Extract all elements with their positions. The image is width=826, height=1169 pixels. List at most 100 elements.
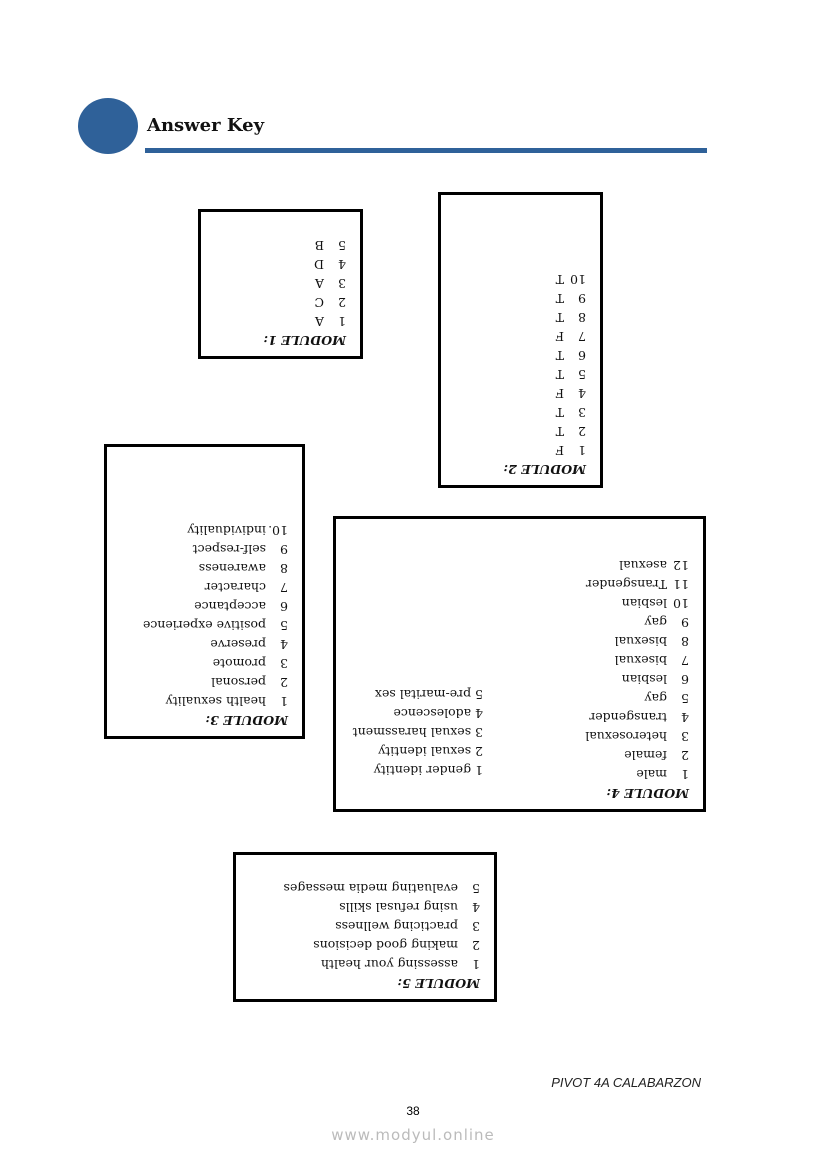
answer-row: 4D [201, 255, 346, 274]
item-answer: A [314, 314, 324, 329]
item-answer: T [555, 405, 564, 420]
answer-row: 2C [201, 293, 346, 312]
item-answer: self-respect [192, 542, 266, 557]
item-answer: F [555, 386, 564, 401]
item-answer: assessing your health [320, 957, 458, 972]
page-number: 38 [406, 1104, 420, 1118]
answer-row: 3 practicing wellness [236, 917, 480, 936]
answer-row: 10.individuality [107, 521, 288, 540]
item-answer: preserve [210, 637, 266, 652]
item-number: 2 [475, 744, 483, 759]
item-number: 3 [338, 276, 346, 291]
answer-row: 1F [441, 441, 586, 460]
item-number: 8 [578, 310, 586, 325]
answer-row: 5 evaluating media messages [236, 879, 480, 898]
item-number: 11 [673, 577, 689, 592]
item-number: 4 [681, 710, 689, 725]
item-answer: T [555, 310, 564, 325]
item-answer: asexual [619, 558, 667, 573]
item-answer: gender identity [373, 763, 472, 778]
module-title: MODULE 1: [263, 333, 346, 348]
answer-row: 2personal [107, 673, 288, 692]
item-number: 3 [475, 725, 483, 740]
module-5-box: MODULE 5: 1assessing your health 2 making … [233, 852, 497, 1002]
publisher-footer: PIVOT 4A CALABARZON [551, 1075, 701, 1090]
item-number: 2 [472, 938, 480, 953]
item-number: 9 [280, 542, 288, 557]
item-answer: positive experience [142, 618, 266, 633]
item-number: 4 [472, 900, 480, 915]
item-answer: T [555, 348, 564, 363]
answer-row: 2T [441, 422, 586, 441]
item-number: 5 [475, 687, 483, 702]
item-number: 4 [578, 386, 586, 401]
item-number: 5 [472, 881, 480, 896]
item-answer: male [636, 767, 667, 782]
item-answer: making good decisions [313, 938, 458, 953]
item-number: 2 [280, 675, 288, 690]
answer-row: 7character [107, 578, 288, 597]
answer-row: 9T [441, 289, 586, 308]
item-number: 1 [280, 694, 288, 709]
answer-list: 1assessing your health 2 making good decis… [236, 879, 480, 974]
answer-row: 8bisexual [336, 632, 689, 651]
answer-row: 4using refusal skills [236, 898, 480, 917]
item-answer: character [204, 580, 266, 595]
item-number: 2 [578, 424, 586, 439]
answer-row: 4F [441, 384, 586, 403]
item-answer: T [555, 291, 564, 306]
answer-row: 10T [441, 270, 586, 289]
item-number: 4 [338, 257, 346, 272]
item-number: 8 [681, 634, 689, 649]
answer-row: 9 self-respect [107, 540, 288, 559]
item-number: 3 [578, 405, 586, 420]
item-answer: sexual identity [378, 744, 472, 759]
item-answer: adolescence [393, 706, 472, 721]
item-answer: gay [644, 615, 667, 630]
module-title: MODULE 2: [503, 462, 586, 477]
item-answer: transgender [589, 710, 667, 725]
item-number: 1 [681, 767, 689, 782]
answer-row: 4 preserve [107, 635, 288, 654]
item-number: 3 [681, 729, 689, 744]
item-number: 4 [280, 637, 288, 652]
item-answer: evaluating media messages [283, 881, 458, 896]
answer-row: 8T [441, 308, 586, 327]
item-answer: awareness [198, 561, 266, 576]
item-answer: practicing wellness [335, 919, 458, 934]
item-number: 7 [681, 653, 689, 668]
answer-row: 4 adolescence [353, 704, 483, 723]
item-number: 9 [578, 291, 586, 306]
item-number: 4 [475, 706, 483, 721]
item-number: 1 [578, 443, 586, 458]
answer-row: 8awareness [107, 559, 288, 578]
item-number: 5 [578, 367, 586, 382]
item-answer: T [555, 272, 564, 287]
answer-row: 1assessing your health [236, 955, 480, 974]
answer-row: 1 gender identity [353, 761, 483, 780]
answer-row: 9 gay [336, 613, 689, 632]
module-title: MODULE 5: [397, 976, 480, 991]
answer-row: 2 sexual identity [353, 742, 483, 761]
item-answer: heterosexual [585, 729, 667, 744]
item-answer: bisexual [614, 653, 667, 668]
item-answer: pre-marital sex [374, 687, 472, 702]
answer-row: 5T [441, 365, 586, 384]
header-rule [145, 148, 707, 153]
item-number: 2 [338, 295, 346, 310]
answer-row: 3T [441, 403, 586, 422]
item-number: 5 [280, 618, 288, 633]
item-number: 3 [472, 919, 480, 934]
item-number: 9 [681, 615, 689, 630]
answer-row: 5 pre-marital sex [353, 685, 483, 704]
answer-row: 3A [201, 274, 346, 293]
item-number: 7 [578, 329, 586, 344]
module-title: MODULE 3: [205, 713, 288, 728]
answer-row: 3promote [107, 654, 288, 673]
